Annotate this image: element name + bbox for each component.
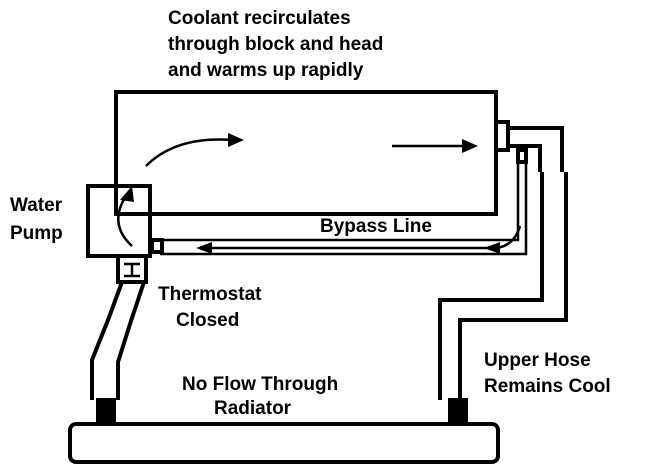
block-flow-arrow-curve (145, 138, 233, 167)
radiator (68, 422, 500, 464)
water-pump-label-line-2: Pump (10, 223, 63, 244)
engine-block (114, 90, 498, 216)
top-caption-line-1: Coolant recirculates (168, 8, 351, 29)
lower-hose (90, 281, 146, 400)
bypass-inlet (150, 238, 164, 254)
bypass-line-label: Bypass Line (320, 216, 432, 237)
radiator-label-line-2: Radiator (214, 398, 292, 419)
thermostat-neck (116, 256, 148, 284)
block-flow-arrowhead-2 (462, 139, 478, 153)
bypass-line (160, 162, 528, 256)
bypass-fitting (516, 148, 528, 164)
thermostat-housing-outlet (494, 120, 510, 152)
radiator-label-line-1: No Flow Through (182, 374, 338, 395)
top-caption-line-2: through block and head (168, 34, 383, 55)
thermostat-valve (124, 262, 140, 278)
thermostat-label-line-2: Closed (176, 310, 239, 331)
top-caption-line-3: and warms up rapidly (168, 60, 364, 81)
bypass-arrowhead-left (196, 242, 212, 254)
outlet-elbow (508, 126, 564, 172)
block-flow-arrowhead-1 (228, 133, 244, 147)
upper-hose-label-line-1: Upper Hose (484, 350, 591, 371)
upper-hose-label-line-2: Remains Cool (484, 376, 611, 397)
upper-hose (438, 172, 568, 400)
lower-hose-clamp (96, 398, 116, 424)
thermostat-label-line-1: Thermostat (158, 284, 262, 305)
bypass-arrowhead-mid (484, 242, 500, 254)
pump-flow-arrow (117, 195, 133, 247)
water-pump-label-line-1: Water (10, 195, 63, 216)
pump-flow-arrowhead (120, 186, 134, 202)
upper-hose-clamp (448, 398, 468, 424)
